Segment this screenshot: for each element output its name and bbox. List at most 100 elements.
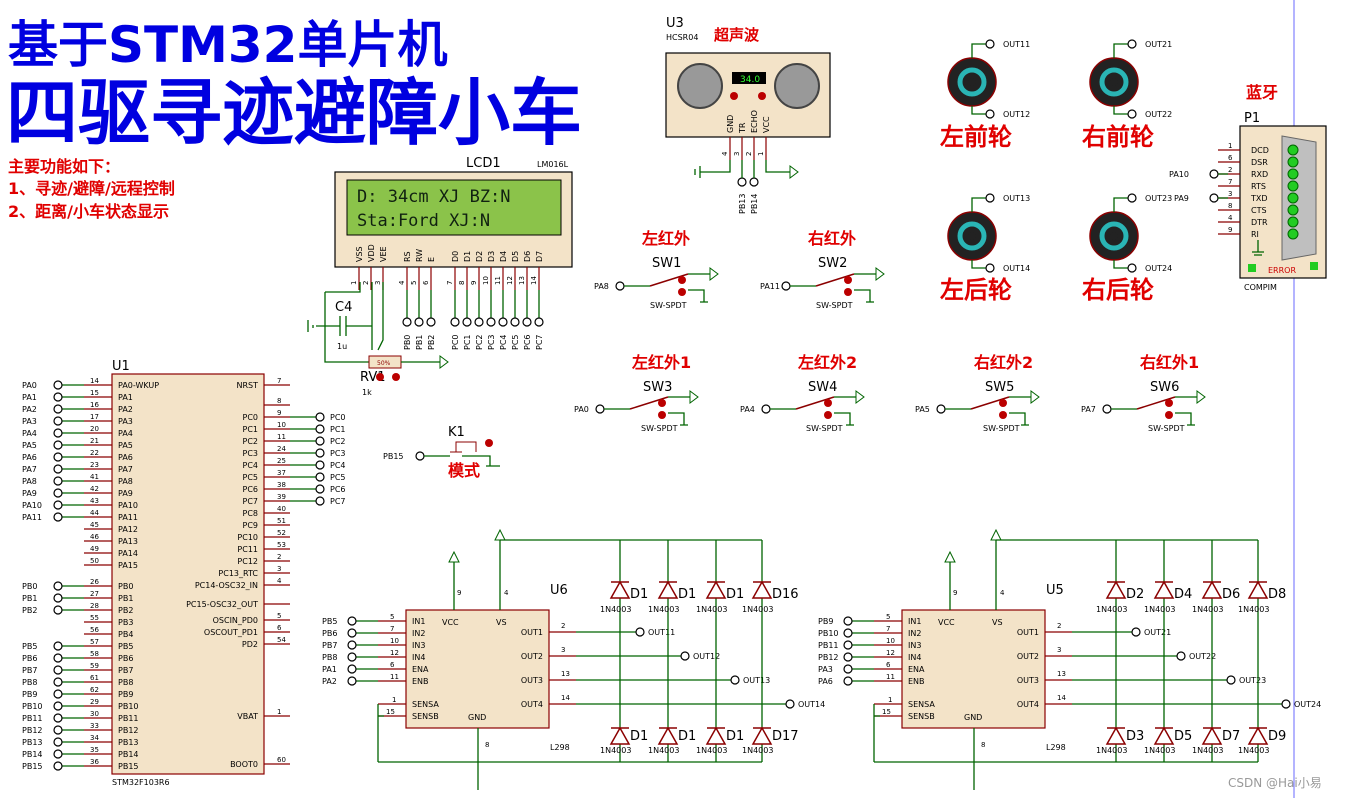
mcu-right-pin-name: PC6 bbox=[243, 485, 259, 494]
mcu-left-net-label: PB9 bbox=[22, 690, 37, 699]
switch-vcc-arrow bbox=[875, 267, 885, 281]
diode-top-ref: D8 bbox=[1268, 587, 1286, 602]
lcd-pins: VSS1VDD2VEE3RS4RW5E6D07D18D29D310D411D51… bbox=[350, 244, 544, 350]
us-pin-name: ECHO bbox=[750, 110, 759, 133]
switch-knob-b bbox=[844, 288, 852, 296]
lcd-pin-number: 9 bbox=[470, 281, 478, 285]
diode-top-part: 1N4003 bbox=[742, 605, 773, 614]
mcu-right-pin-name: PC0 bbox=[243, 413, 259, 422]
mcu-right-pin-name: PC3 bbox=[243, 449, 259, 458]
switch-vcc-arrow bbox=[709, 267, 719, 281]
l298-vcc-arrow bbox=[448, 550, 460, 563]
motor-label: 右前轮 bbox=[1082, 123, 1154, 151]
mcu-left-pin-name: PB12 bbox=[118, 726, 139, 735]
l298-input-terminal bbox=[843, 676, 853, 686]
mcu-left-net-label: PA1 bbox=[22, 393, 37, 402]
mcu-left-pin-name: PA6 bbox=[118, 453, 133, 462]
l298-input-name: IN4 bbox=[908, 653, 921, 662]
l298-input-name: ENB bbox=[908, 677, 925, 686]
l298-sensb-number: 15 bbox=[386, 708, 395, 716]
mcu-right-net-label: PC4 bbox=[330, 461, 346, 470]
lcd-pin-number: 12 bbox=[506, 276, 514, 285]
l298-input-net: PA3 bbox=[818, 665, 833, 674]
lcd-pin-number: 14 bbox=[530, 276, 538, 285]
lcd-net-label: PC1 bbox=[463, 335, 472, 351]
l298-output-net: OUT13 bbox=[743, 676, 770, 685]
mcu-right-pin-number: 53 bbox=[277, 541, 286, 549]
us-pin-name: VCC bbox=[762, 116, 771, 133]
l298-input-name: ENB bbox=[412, 677, 429, 686]
diode-bottom-part: 1N4003 bbox=[1144, 746, 1175, 755]
lcd-pin-name: RS bbox=[403, 251, 412, 262]
lcd-component[interactable]: LCD1 LM016L D: 34cm XJ BZ:N Sta:Ford XJ:… bbox=[334, 156, 573, 350]
l298-vcc: VCC bbox=[938, 618, 955, 627]
bt-pin-number: 9 bbox=[1228, 226, 1232, 234]
mode-button[interactable]: K1 模式 PB15 bbox=[383, 425, 500, 480]
mcu-right-pin-name: PC13_RTC bbox=[218, 569, 258, 578]
l298-part: L298 bbox=[550, 743, 570, 752]
motor-shaft bbox=[968, 78, 976, 86]
diode-top bbox=[657, 580, 679, 599]
mcu-right-pin-name: PC2 bbox=[243, 437, 259, 446]
bluetooth-compim[interactable]: 蓝牙 P1 COMPIM ERROR DCD1DSR6RXD2RTS7TXD3C… bbox=[1169, 83, 1327, 292]
mcu-left-net-terminal bbox=[53, 488, 63, 498]
switch-part: SW-SPDT bbox=[641, 424, 678, 433]
diode-bottom bbox=[1201, 726, 1223, 745]
motor-out-a: OUT11 bbox=[1003, 40, 1030, 49]
l298-output-name: OUT1 bbox=[521, 628, 543, 637]
bt-pin-led bbox=[1287, 168, 1299, 180]
lcd-pin-number: 10 bbox=[482, 276, 490, 285]
mcu-left-pin-number: 35 bbox=[90, 746, 99, 754]
switch-throw-b bbox=[854, 289, 874, 303]
mcu-right-pin-number: 24 bbox=[277, 445, 286, 453]
l298-top-pin: 9 bbox=[953, 589, 957, 597]
mcu-left-net-terminal bbox=[53, 761, 63, 771]
l298-input-name: ENA bbox=[908, 665, 925, 674]
mcu-right-pin-number: 8 bbox=[277, 397, 281, 405]
lcd-pin-number: 5 bbox=[410, 281, 418, 285]
us-gnd-wire bbox=[694, 160, 731, 178]
mcu-left-net-terminal bbox=[53, 665, 63, 675]
motor-wire-a bbox=[971, 197, 986, 212]
l298-output-name: OUT4 bbox=[521, 700, 543, 709]
button-ref: K1 bbox=[448, 425, 465, 440]
mcu-left-pin-name: PA1 bbox=[118, 393, 133, 402]
motor-wire-a bbox=[1113, 43, 1128, 58]
bt-led-right bbox=[1310, 262, 1318, 270]
mcu-left-pin-number: 22 bbox=[90, 449, 99, 457]
switch-knob-a bbox=[658, 399, 666, 407]
switch-knob-b bbox=[658, 411, 666, 419]
diode-top bbox=[609, 580, 631, 599]
potentiometer-rv1[interactable]: 50% RV1 1k bbox=[360, 282, 449, 397]
lcd-row2: Sta:Ford XJ:N bbox=[357, 211, 490, 231]
l298-input-name: IN4 bbox=[412, 653, 425, 662]
us-ref: U3 bbox=[666, 16, 684, 31]
mcu-left-net-label: PB12 bbox=[22, 726, 43, 735]
mcu-left-pin-number: 56 bbox=[90, 626, 99, 634]
mcu-left-pin-number: 16 bbox=[90, 401, 99, 409]
l298-input-name: IN2 bbox=[412, 629, 425, 638]
us-net-label: PB14 bbox=[750, 194, 759, 215]
l298-top-pin: 4 bbox=[504, 589, 509, 597]
motor-terminal-a bbox=[985, 39, 995, 49]
l298-input-net: PA6 bbox=[818, 677, 833, 686]
l298-input-terminal bbox=[347, 652, 357, 662]
l298-sensa-number: 1 bbox=[392, 696, 396, 704]
mcu-left-pin-name: PB2 bbox=[118, 606, 133, 615]
switch-net: PA8 bbox=[594, 282, 609, 291]
mcu-left-pin-number: 36 bbox=[90, 758, 99, 766]
diode-bottom bbox=[705, 726, 727, 745]
diode-bottom-part: 1N4003 bbox=[1096, 746, 1127, 755]
mcu-left-net-label: PA6 bbox=[22, 453, 37, 462]
diode-bottom-ref: D3 bbox=[1126, 729, 1144, 744]
lcd-net-label: PC4 bbox=[499, 335, 508, 351]
mcu-right-pin-name: PC8 bbox=[243, 509, 259, 518]
switch-vcc-arrow bbox=[1196, 390, 1206, 404]
mcu-left-net-label: PA0 bbox=[22, 381, 37, 390]
